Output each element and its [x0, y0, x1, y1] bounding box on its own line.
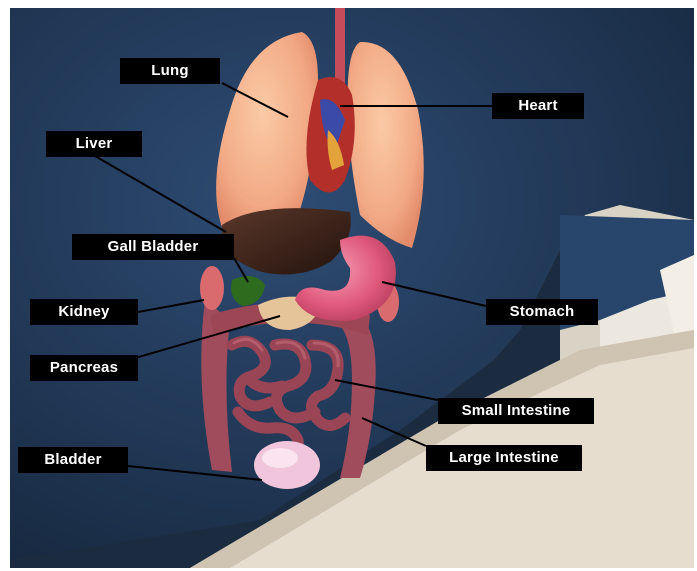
label-stomach: Stomach	[486, 299, 598, 325]
label-large-intestine: Large Intestine	[426, 445, 582, 471]
label-bladder: Bladder	[18, 447, 128, 473]
label-liver: Liver	[46, 131, 142, 157]
label-heart: Heart	[492, 93, 584, 119]
label-small-intestine: Small Intestine	[438, 398, 594, 424]
label-gall-bladder: Gall Bladder	[72, 234, 234, 260]
label-kidney: Kidney	[30, 299, 138, 325]
left-kidney	[200, 266, 224, 310]
label-lung: Lung	[120, 58, 220, 84]
label-pancreas: Pancreas	[30, 355, 138, 381]
